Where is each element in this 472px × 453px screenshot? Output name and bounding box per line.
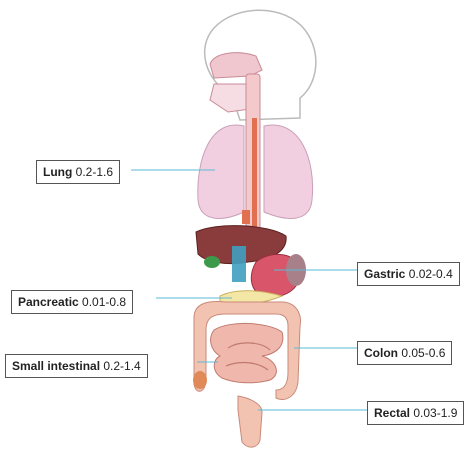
rectal-label: Rectal 0.03-1.9 <box>367 401 464 425</box>
diaphragm-gap <box>242 210 250 224</box>
small-intestinal-label-name: Small intestinal <box>12 359 100 373</box>
gastric-label-value: 0.02-0.4 <box>409 267 453 281</box>
gallbladder <box>204 256 220 268</box>
pancreatic-label-name: Pancreatic <box>18 295 79 309</box>
lung-label-value: 0.2-1.6 <box>76 165 113 179</box>
small-intestinal-label: Small intestinal 0.2-1.4 <box>5 354 148 378</box>
pancreatic-label: Pancreatic 0.01-0.8 <box>11 290 133 314</box>
gastric-label: Gastric 0.02-0.4 <box>357 262 460 286</box>
colon-label-value: 0.05-0.6 <box>401 346 445 360</box>
lung-label-name: Lung <box>43 165 72 179</box>
small-intestine <box>211 323 283 382</box>
blood-vessels <box>232 246 246 282</box>
rectum <box>238 396 262 447</box>
colon-label-name: Colon <box>364 346 398 360</box>
rectal-label-name: Rectal <box>374 406 410 420</box>
left-lung <box>198 125 244 218</box>
rectal-label-value: 0.03-1.9 <box>413 406 457 420</box>
colon-label: Colon 0.05-0.6 <box>357 341 452 365</box>
esophagus <box>252 118 257 230</box>
gastric-label-name: Gastric <box>364 267 405 281</box>
small-intestinal-label-value: 0.2-1.4 <box>103 359 140 373</box>
pancreatic-label-value: 0.01-0.8 <box>82 295 126 309</box>
lung-label: Lung 0.2-1.6 <box>36 160 120 184</box>
right-lung <box>264 125 313 218</box>
appendix <box>193 371 207 389</box>
